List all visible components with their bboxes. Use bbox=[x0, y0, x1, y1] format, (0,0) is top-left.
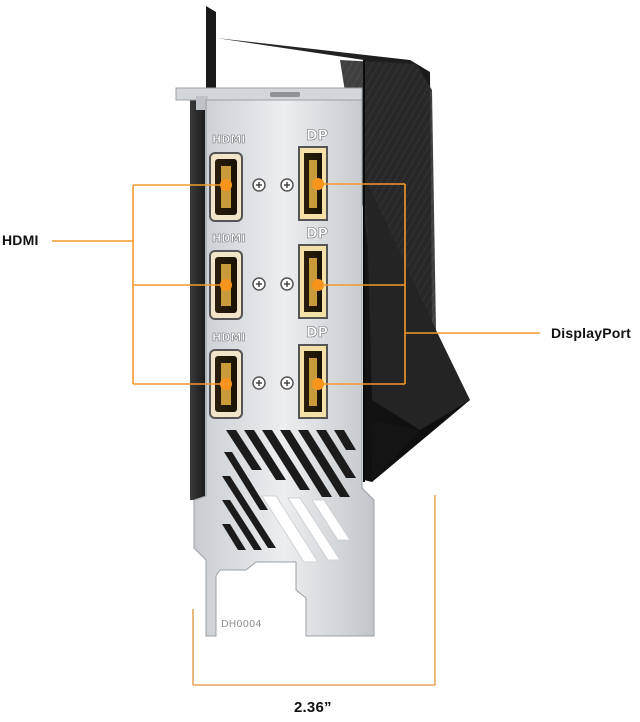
part-number: DH0004 bbox=[221, 619, 262, 630]
hdmi-callout-dots bbox=[220, 179, 232, 390]
width-dimension-line bbox=[192, 495, 436, 686]
vent-grille bbox=[222, 430, 356, 550]
vent-grille-lower bbox=[261, 495, 351, 563]
displayport-callout-dots bbox=[312, 178, 324, 390]
bracket-top-tab bbox=[175, 87, 363, 110]
width-measurement-label: 2.36” bbox=[294, 699, 332, 716]
hdmi-engraving-2: HDMI bbox=[212, 232, 245, 245]
dp-engraving-1: DP bbox=[306, 128, 328, 144]
hdmi-callout-lines bbox=[52, 184, 226, 385]
displayport-label: DisplayPort bbox=[551, 325, 631, 341]
hdmi-engraving-3: HDMI bbox=[212, 331, 245, 344]
dp-engraving-3: DP bbox=[306, 325, 328, 341]
hdmi-label: HDMI bbox=[2, 232, 39, 248]
dp-engraving-2: DP bbox=[306, 226, 328, 242]
hdmi-engraving-1: HDMI bbox=[212, 133, 245, 146]
card-shroud bbox=[190, 6, 470, 500]
screw-crosses bbox=[256, 182, 290, 386]
displayport-callout-lines bbox=[318, 183, 540, 385]
